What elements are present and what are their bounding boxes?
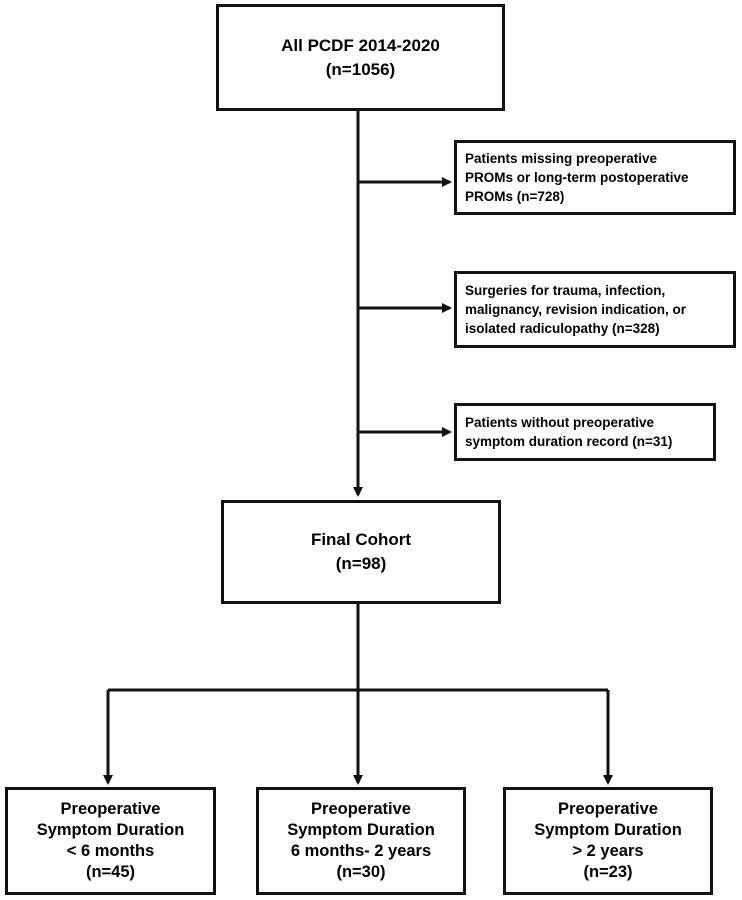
exclusion-line: Patients missing preoperative	[465, 151, 658, 166]
group-line: Preoperative	[311, 800, 411, 818]
exclusion-line: isolated radiculopathy (n=328)	[465, 321, 660, 336]
exclusion-line: Surgeries for trauma, infection,	[465, 283, 666, 298]
group-box-6-months-2-years: Preoperative Symptom Duration 6 months- …	[256, 787, 466, 895]
group-line: Symptom Duration	[287, 821, 435, 839]
all-pcdf-title: All PCDF 2014-2020	[281, 35, 440, 55]
group-box-over-2-years: Preoperative Symptom Duration > 2 years …	[503, 787, 713, 895]
exclusion-box-missing-proms: Patients missing preoperative PROMs or l…	[454, 140, 736, 215]
all-pcdf-count: (n=1056)	[325, 59, 396, 79]
group-box-under-6-months: Preoperative Symptom Duration < 6 months…	[5, 787, 216, 895]
all-pcdf-box: All PCDF 2014-2020 (n=1056)	[216, 4, 505, 111]
final-cohort-count: (n=98)	[335, 554, 387, 573]
exclusion-box-no-duration: Patients without preoperative symptom du…	[454, 403, 716, 461]
exclusion-line: malignancy, revision indication, or	[465, 302, 687, 317]
group-line: 6 months- 2 years	[290, 842, 432, 860]
group-line: Symptom Duration	[534, 821, 682, 839]
final-cohort-title: Final Cohort	[310, 530, 412, 549]
exclusion-line: symptom duration record (n=31)	[465, 434, 673, 449]
group-line: > 2 years	[572, 842, 644, 860]
group-line: Symptom Duration	[36, 821, 185, 839]
final-cohort-box: Final Cohort (n=98)	[221, 500, 501, 604]
group-line: Preoperative	[60, 800, 161, 818]
exclusion-line: PROMs or long-term postoperative	[465, 170, 689, 185]
exclusion-box-surgeries: Surgeries for trauma, infection, maligna…	[454, 271, 736, 348]
group-line: (n=23)	[583, 863, 633, 881]
group-line: < 6 months	[66, 842, 155, 860]
group-line: (n=45)	[85, 863, 136, 881]
group-line: Preoperative	[558, 800, 658, 818]
exclusion-line: Patients without preoperative	[465, 415, 655, 430]
exclusion-line: PROMs (n=728)	[465, 189, 565, 204]
group-line: (n=30)	[336, 863, 386, 881]
